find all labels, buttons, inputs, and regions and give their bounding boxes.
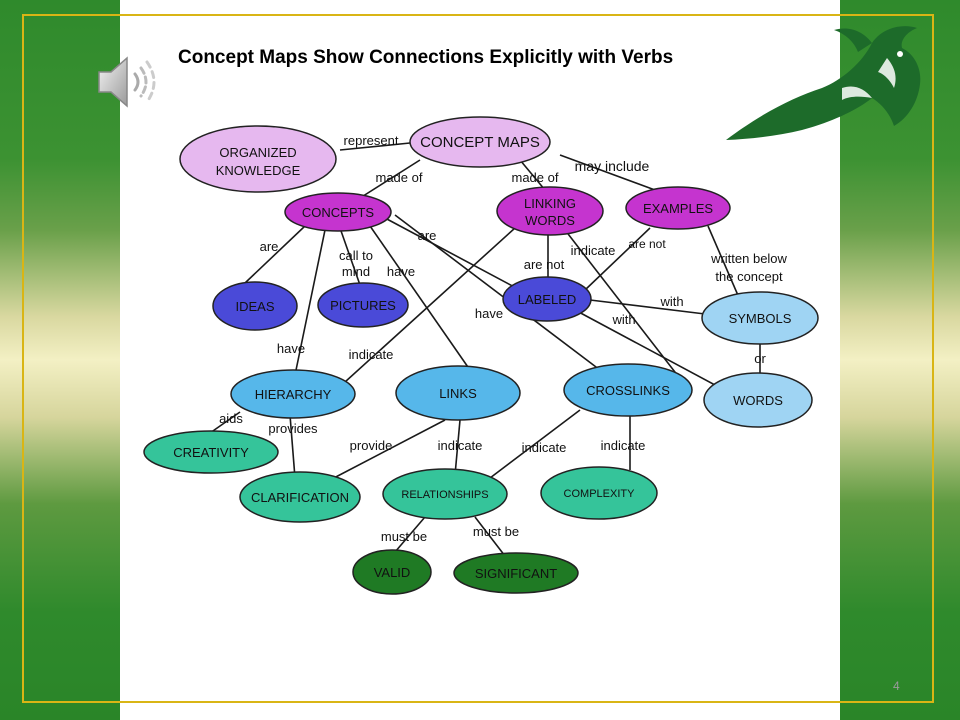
node-label: LABELED bbox=[518, 292, 577, 307]
link-label-made-of: made of bbox=[376, 170, 423, 185]
node-label: LINKING bbox=[524, 196, 576, 211]
link-label-provide: provide bbox=[350, 438, 393, 453]
link-labels: represent made of made of may include ar… bbox=[219, 133, 787, 544]
link-label-written-below: the concept bbox=[715, 269, 783, 284]
node-label: SIGNIFICANT bbox=[475, 566, 557, 581]
link-label-indicate: indicate bbox=[438, 438, 483, 453]
node-symbols[interactable]: SYMBOLS bbox=[701, 291, 819, 345]
link-label-must-be: must be bbox=[381, 529, 427, 544]
node-label: CROSSLINKS bbox=[586, 383, 670, 398]
link-label-are-not: are not bbox=[628, 237, 666, 251]
node-clarification[interactable]: CLARIFICATION bbox=[239, 471, 361, 523]
node-hierarchy[interactable]: HIERARCHY bbox=[230, 369, 356, 419]
link-label-have: have bbox=[277, 341, 305, 356]
link-label-written-below: written below bbox=[710, 251, 787, 266]
node-concept-maps[interactable]: CONCEPT MAPS bbox=[409, 116, 551, 168]
node-label: IDEAS bbox=[235, 299, 274, 314]
link-label-are: are bbox=[418, 228, 437, 243]
node-complexity[interactable]: COMPLEXITY bbox=[540, 466, 658, 520]
node-label: HIERARCHY bbox=[255, 387, 332, 402]
node-significant[interactable]: SIGNIFICANT bbox=[453, 552, 579, 594]
node-label: WORDS bbox=[733, 393, 783, 408]
link-label-call-to-mind: mind bbox=[342, 264, 370, 279]
node-label: VALID bbox=[374, 565, 411, 580]
node-label: CLARIFICATION bbox=[251, 490, 349, 505]
slide-number: 4 bbox=[893, 679, 900, 693]
link-label-have: have bbox=[475, 306, 503, 321]
link-label-indicate: indicate bbox=[349, 347, 394, 362]
node-label: LINKS bbox=[439, 386, 477, 401]
link-label-made-of: made of bbox=[512, 170, 559, 185]
node-crosslinks[interactable]: CROSSLINKS bbox=[563, 363, 693, 417]
node-labeled[interactable]: LABELED bbox=[502, 276, 592, 322]
node-concepts[interactable]: CONCEPTS bbox=[284, 192, 392, 232]
node-creativity[interactable]: CREATIVITY bbox=[143, 430, 279, 474]
link-label-call-to-mind: call to bbox=[339, 248, 373, 263]
link-label-provides: provides bbox=[268, 421, 318, 436]
node-label: EXAMPLES bbox=[643, 201, 713, 216]
link-label-are-not: are not bbox=[524, 257, 565, 272]
link-label-have: have bbox=[387, 264, 415, 279]
map-edges bbox=[209, 142, 761, 557]
link-label-with: with bbox=[659, 294, 683, 309]
node-label: ORGANIZED bbox=[219, 145, 296, 160]
node-label: WORDS bbox=[525, 213, 575, 228]
ram-logo bbox=[726, 26, 921, 140]
node-words[interactable]: WORDS bbox=[703, 372, 813, 428]
link-label-with: with bbox=[611, 312, 635, 327]
link-label-represent: represent bbox=[344, 133, 399, 148]
link-label-indicate: indicate bbox=[601, 438, 646, 453]
node-label: CONCEPT MAPS bbox=[420, 134, 540, 151]
node-examples[interactable]: EXAMPLES bbox=[625, 186, 731, 230]
node-label: CONCEPTS bbox=[302, 205, 375, 220]
link-label-are: are bbox=[260, 239, 279, 254]
node-valid[interactable]: VALID bbox=[352, 549, 432, 595]
node-label: COMPLEXITY bbox=[564, 488, 636, 500]
node-label: RELATIONSHIPS bbox=[401, 489, 488, 501]
node-pictures[interactable]: PICTURES bbox=[317, 282, 409, 328]
node-label: SYMBOLS bbox=[729, 311, 792, 326]
speaker-icon[interactable] bbox=[95, 52, 161, 112]
link-label-indicate: indicate bbox=[571, 243, 616, 258]
link-label-indicate: indicate bbox=[522, 440, 567, 455]
node-links[interactable]: LINKS bbox=[395, 365, 521, 421]
node-ideas[interactable]: IDEAS bbox=[212, 281, 298, 331]
node-linking-words[interactable]: LINKING WORDS bbox=[496, 186, 604, 236]
node-label: PICTURES bbox=[330, 298, 396, 313]
node-relationships[interactable]: RELATIONSHIPS bbox=[382, 468, 508, 520]
node-label: CREATIVITY bbox=[173, 445, 249, 460]
node-organized-knowledge[interactable]: ORGANIZED KNOWLEDGE bbox=[179, 125, 337, 193]
link-label-must-be: must be bbox=[473, 524, 519, 539]
link-label-may-include: may include bbox=[575, 158, 650, 174]
node-label: KNOWLEDGE bbox=[216, 163, 301, 178]
slide-title: Concept Maps Show Connections Explicitly… bbox=[178, 47, 674, 68]
link-label-or: or bbox=[754, 351, 766, 366]
link-label-aids: aids bbox=[219, 411, 243, 426]
